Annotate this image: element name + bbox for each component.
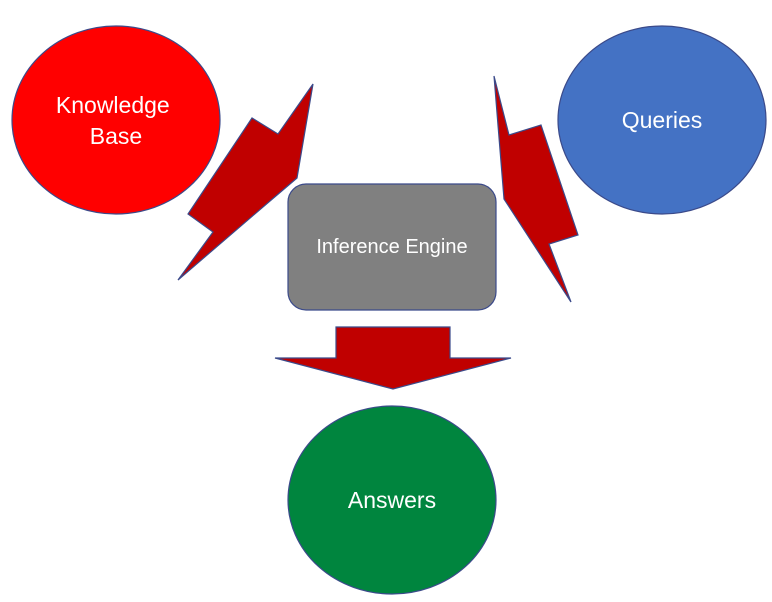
inference-engine-box [287,183,497,311]
answers-node: Answers [287,405,497,595]
inference-engine-node: Inference Engine [287,183,497,311]
knowledge-base-node: Knowledge Base [11,25,221,215]
queries-circle [557,25,767,215]
knowledge-base-circle [11,25,221,215]
inference-engine-label: Inference Engine [316,236,467,258]
knowledge-base-label-line2: Base [90,123,142,149]
down-arrow-to-answers [274,326,512,390]
svg-text:Knowledge Base: Knowledge Base [56,92,176,149]
knowledge-base-label-line1: Knowledge [56,92,170,118]
answers-label: Answers [348,487,436,513]
answers-circle [287,405,497,595]
knowledge-base-lightning-arrow [177,83,314,281]
queries-lightning-arrow [493,75,579,303]
queries-node: Queries [557,25,767,215]
queries-label: Queries [622,107,703,133]
